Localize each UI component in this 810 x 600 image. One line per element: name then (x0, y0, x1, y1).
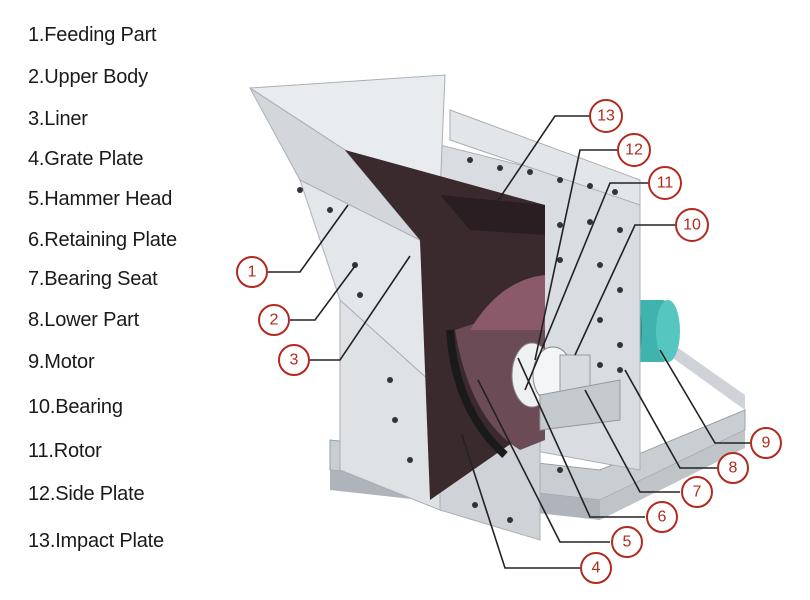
callout-2: 2 (258, 304, 290, 336)
callout-6-label: 6 (658, 509, 667, 526)
callout-12-label: 12 (625, 142, 643, 159)
leader-4 (461, 434, 580, 569)
callout-3-label: 3 (290, 352, 299, 369)
rotor-assembly (511, 342, 621, 431)
bolts (297, 157, 623, 523)
callout-3: 3 (278, 344, 310, 376)
callout-13: 13 (589, 99, 623, 133)
callout-8-label: 8 (729, 460, 738, 477)
legend-item-bearing: 10.Bearing (28, 396, 123, 418)
legend-item-motor: 9.Motor (28, 351, 95, 373)
callout-8: 8 (717, 452, 749, 484)
leader-2 (290, 265, 356, 321)
callout-9-label: 9 (762, 435, 771, 452)
callout-10-label: 10 (683, 217, 701, 234)
callout-4: 4 (580, 552, 612, 584)
callout-12: 12 (617, 133, 651, 167)
callout-7: 7 (681, 476, 713, 508)
leader-9 (659, 349, 750, 444)
legend-item-rotor: 11.Rotor (28, 440, 102, 462)
legend-item-grate-plate: 4.Grate Plate (28, 148, 144, 170)
legend-item-side-plate: 12.Side Plate (28, 483, 145, 505)
legend-item-upper-body: 2.Upper Body (28, 66, 148, 88)
leader-13 (494, 115, 590, 206)
leader-3 (310, 255, 411, 361)
legend-item-feeding-part: 1.Feeding Part (28, 24, 157, 46)
leader-7 (584, 389, 680, 493)
callout-6: 6 (646, 501, 678, 533)
callout-5-label: 5 (623, 534, 632, 551)
legend-item-impact-plate: 13.Impact Plate (28, 530, 164, 552)
leader-12 (534, 149, 617, 361)
leader-6 (517, 357, 645, 518)
leader-10 (574, 224, 675, 356)
leader-8 (624, 369, 717, 469)
legend-item-liner: 3.Liner (28, 108, 88, 130)
callout-9: 9 (750, 427, 782, 459)
callout-11-label: 11 (657, 175, 674, 192)
leader-5 (477, 379, 610, 543)
callouts: 1 2 3 4 5 6 7 8 (236, 99, 782, 584)
callout-2-label: 2 (270, 312, 279, 329)
legend-item-bearing-seat: 7.Bearing Seat (28, 268, 158, 290)
callout-1: 1 (236, 256, 268, 288)
legend-item-lower-part: 8.Lower Part (28, 309, 139, 331)
callout-10: 10 (675, 208, 709, 242)
callout-1-label: 1 (248, 264, 257, 281)
leader-11 (524, 182, 648, 391)
callout-4-label: 4 (592, 560, 601, 577)
callout-5: 5 (611, 526, 643, 558)
callout-13-label: 13 (597, 108, 615, 125)
legend-item-hammer-head: 5.Hammer Head (28, 188, 173, 210)
leader-lines (268, 115, 750, 569)
leader-1 (268, 204, 349, 273)
legend: 1.Feeding Part 2.Upper Body 3.Liner 4.Gr… (0, 0, 230, 600)
legend-item-retaining-plate: 6.Retaining Plate (28, 229, 177, 251)
callout-7-label: 7 (693, 484, 702, 501)
callout-11: 11 (648, 166, 682, 200)
